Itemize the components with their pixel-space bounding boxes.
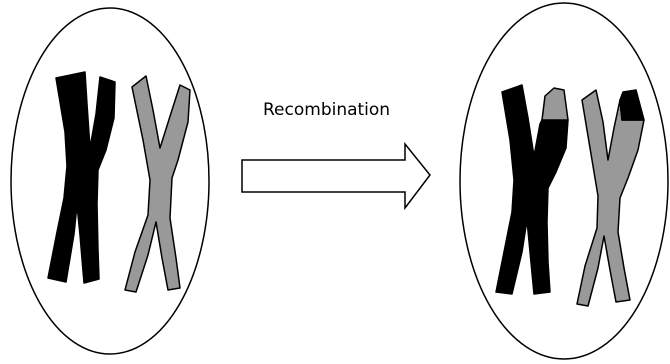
before-cell-membrane (11, 8, 209, 354)
after-cell-membrane (460, 3, 668, 359)
after-cell (460, 3, 668, 359)
arrow-right-icon (242, 144, 430, 208)
before-cell (11, 8, 209, 354)
process-label: Recombination (263, 100, 390, 120)
